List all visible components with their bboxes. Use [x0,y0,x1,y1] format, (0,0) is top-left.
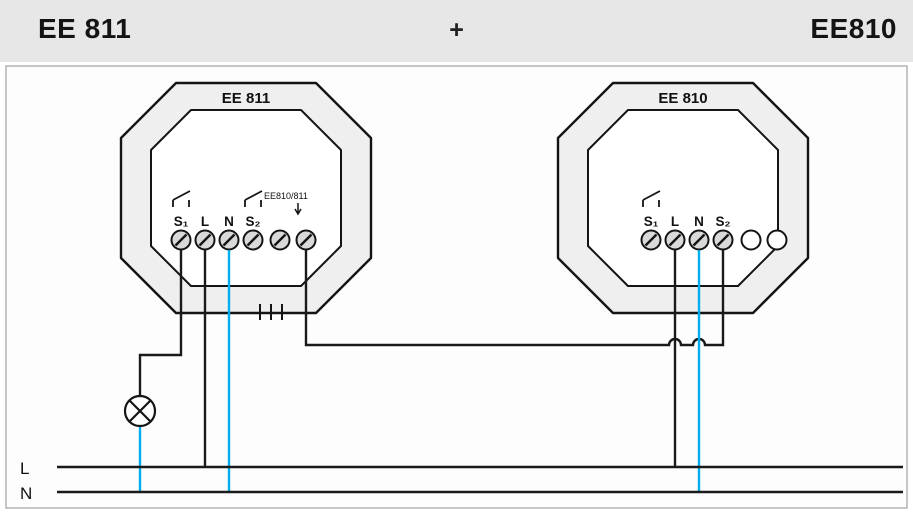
device-left: EE 811 EE810/811 S₁ L N S₂ [119,81,373,320]
header-left-model: EE 811 [38,13,132,44]
terminal-label-n: N [694,214,704,229]
screw-terminal [640,229,662,251]
screw-terminal [712,229,734,251]
device-right-inner-shell [587,109,779,287]
device-right-terminals [640,229,788,251]
switch-contact-icon [172,190,191,207]
switch-contact-icon [244,190,263,207]
screw-terminal [194,229,216,251]
screw-terminal [295,229,317,251]
device-left-inner-shell [150,109,342,287]
unused-terminal-hole [740,229,762,251]
device-right: EE 810 S₁ L N S₂ [556,81,810,315]
terminal-label-s1: S₁ [644,214,659,229]
wire-s1-to-lamp [138,250,183,396]
terminal-label-s2: S₂ [715,214,730,229]
terminal-label-n: N [224,214,234,229]
unused-terminal-hole [766,229,788,251]
screw-terminal [242,229,264,251]
terminal-label-s1: S₁ [174,214,189,229]
power-lines: L N [20,459,903,503]
terminal-label-s2: S₂ [245,214,260,229]
wire-interconnect-s2 [304,250,725,347]
header-plus-sign: + [449,16,464,44]
diagram-header: EE 811 + EE810 [0,0,913,62]
live-line-label: L [20,459,29,478]
neutral-line-label: N [20,484,32,503]
terminal-label-l: L [201,214,209,229]
lamp-load-icon [123,394,157,428]
device-left-note: EE810/811 [264,191,308,201]
screw-terminal [269,229,291,251]
cable-entry-marks [259,304,283,320]
screw-terminal [218,229,240,251]
device-right-title: EE 810 [658,90,707,107]
terminal-label-l: L [671,214,679,229]
device-left-terminals [170,229,317,251]
device-left-title: EE 811 [222,90,270,107]
wiring [138,250,725,492]
screw-terminal [688,229,710,251]
screw-terminal [170,229,192,251]
header-right-model: EE810 [810,13,897,44]
screw-terminal [664,229,686,251]
note-pointer-arrow-icon [294,203,302,216]
switch-contact-icon [642,190,661,207]
